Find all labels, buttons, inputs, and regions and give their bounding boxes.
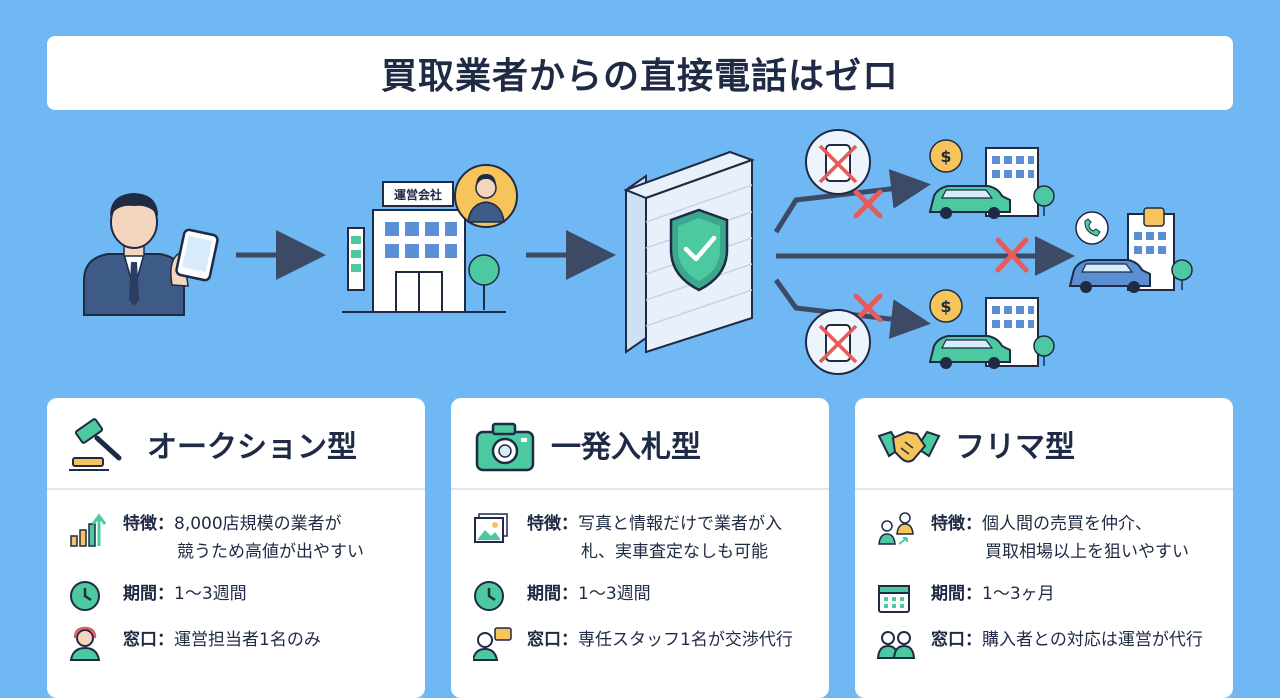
contact-value: 運営担当者1名のみ (174, 630, 321, 650)
card-title: オークション型 (147, 430, 357, 465)
feature-text-line2: 札、実車査定なしも可能 (581, 542, 768, 562)
period-label: 期間： (931, 584, 982, 604)
period-value: 1〜3週間 (578, 584, 651, 604)
feature-label: 特徴： (931, 514, 982, 534)
card-header: オークション型 (47, 398, 425, 490)
gavel-icon (69, 418, 122, 471)
card-auction: オークション型 特徴：8,000店規模の業者が競うため高値が出やすい 期間：1〜… (47, 398, 425, 698)
svg-text:$: $ (940, 297, 951, 316)
feature-text-line1: 個人間の売買を仲介、 (982, 514, 1152, 534)
contact-label: 窓口： (931, 630, 982, 650)
operator-headset-icon (69, 626, 101, 661)
dealer-building-icon (1068, 207, 1193, 293)
period-value: 1〜3ヶ月 (982, 584, 1055, 604)
feature-label: 特徴： (123, 514, 174, 534)
flow-diagram: 運営会社 (83, 129, 1193, 375)
contact-value: 購入者との対応は運営が代行 (982, 630, 1203, 650)
card-header: フリマ型 (855, 398, 1233, 490)
feature-text-line2: 買取相場以上を狙いやすい (985, 542, 1189, 562)
feature-label: 特徴： (527, 514, 578, 534)
feature-text-line1: 写真と情報だけで業者が入 (578, 514, 782, 534)
block-cross-icon (853, 189, 1029, 323)
blocked-phone-icon (805, 309, 871, 375)
clock-icon (474, 581, 504, 611)
title-banner: 買取業者からの直接電話はゼロ (47, 36, 1233, 110)
feature-text-line2: 競うため高値が出やすい (177, 542, 364, 562)
card-title: 一発入札型 (551, 430, 701, 465)
dealer-building-icon: $ (928, 289, 1055, 369)
staff-chat-icon (473, 627, 512, 661)
handshake-icon (877, 430, 941, 463)
card-title: フリマ型 (955, 430, 1075, 465)
period-value: 1〜3週間 (174, 584, 247, 604)
company-sign-text: 運営会社 (394, 187, 442, 202)
user-with-phone-icon (83, 193, 219, 316)
two-people-icon (877, 631, 916, 659)
photo-icon (474, 513, 508, 543)
contact-value: 専任スタッフ1名が交渉代行 (578, 630, 793, 650)
contact-label: 窓口： (527, 630, 578, 650)
company-building-icon: 運営会社 (342, 164, 518, 313)
clock-icon (70, 581, 100, 611)
period-label: 期間： (123, 584, 174, 604)
period-label: 期間： (527, 584, 578, 604)
people-exchange-icon (878, 512, 914, 545)
dealer-building-icon: $ (928, 139, 1055, 219)
growth-chart-icon (70, 513, 107, 547)
calendar-icon (878, 585, 910, 613)
protection-wall-icon (623, 150, 755, 354)
blocked-phone-icon (805, 129, 871, 195)
card-flea-market: フリマ型 特徴：個人間の売買を仲介、買取相場以上を狙いやすい 期間：1〜3ヶ月 … (855, 398, 1233, 698)
contact-label: 窓口： (123, 630, 174, 650)
feature-text-line1: 8,000店規模の業者が (174, 514, 342, 534)
camera-icon (475, 422, 535, 472)
page-title: 買取業者からの直接電話はゼロ (380, 56, 899, 97)
card-one-bid: 一発入札型 特徴：写真と情報だけで業者が入札、実車査定なしも可能 期間：1〜3週… (451, 398, 829, 698)
svg-text:$: $ (940, 147, 951, 166)
card-header: 一発入札型 (451, 398, 829, 490)
